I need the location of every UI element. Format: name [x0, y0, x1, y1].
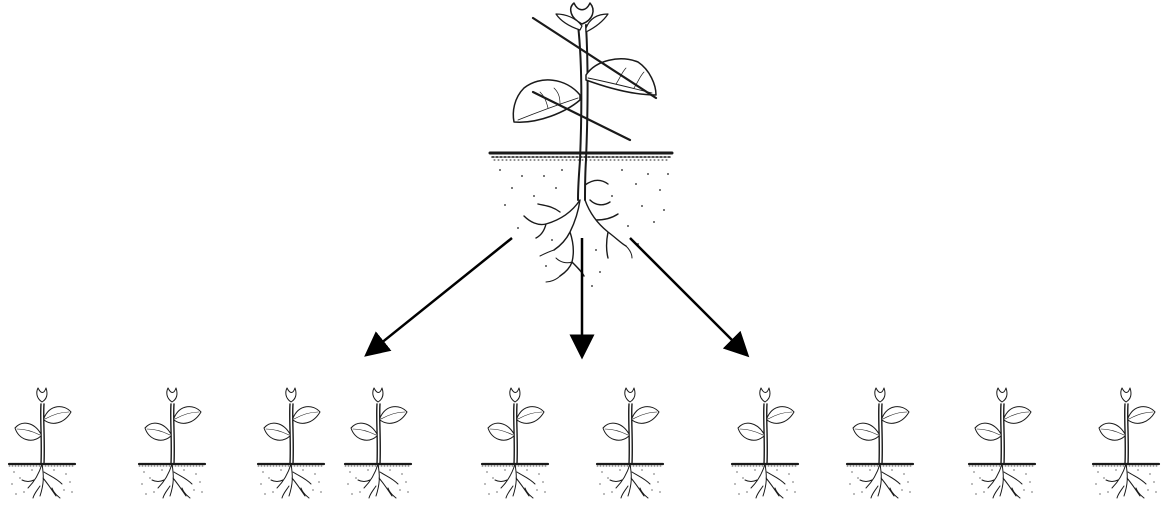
arrow-right — [630, 238, 744, 352]
offspring-plant-6 — [597, 388, 663, 498]
offspring-plant-3 — [258, 388, 324, 498]
offspring-plant-8 — [847, 388, 913, 498]
offspring-plant-1 — [9, 388, 75, 498]
offspring-plant-5 — [482, 388, 548, 498]
arrow-left — [370, 238, 512, 352]
soil-speckles — [499, 169, 669, 287]
arrows — [370, 238, 744, 352]
offspring-plant-7 — [732, 388, 798, 498]
offspring-plant-2 — [139, 388, 205, 498]
offspring-plant-4 — [345, 388, 411, 498]
offspring-plant-9 — [969, 388, 1035, 498]
offspring-plants — [9, 388, 1159, 498]
offspring-plant-10 — [1093, 388, 1159, 498]
